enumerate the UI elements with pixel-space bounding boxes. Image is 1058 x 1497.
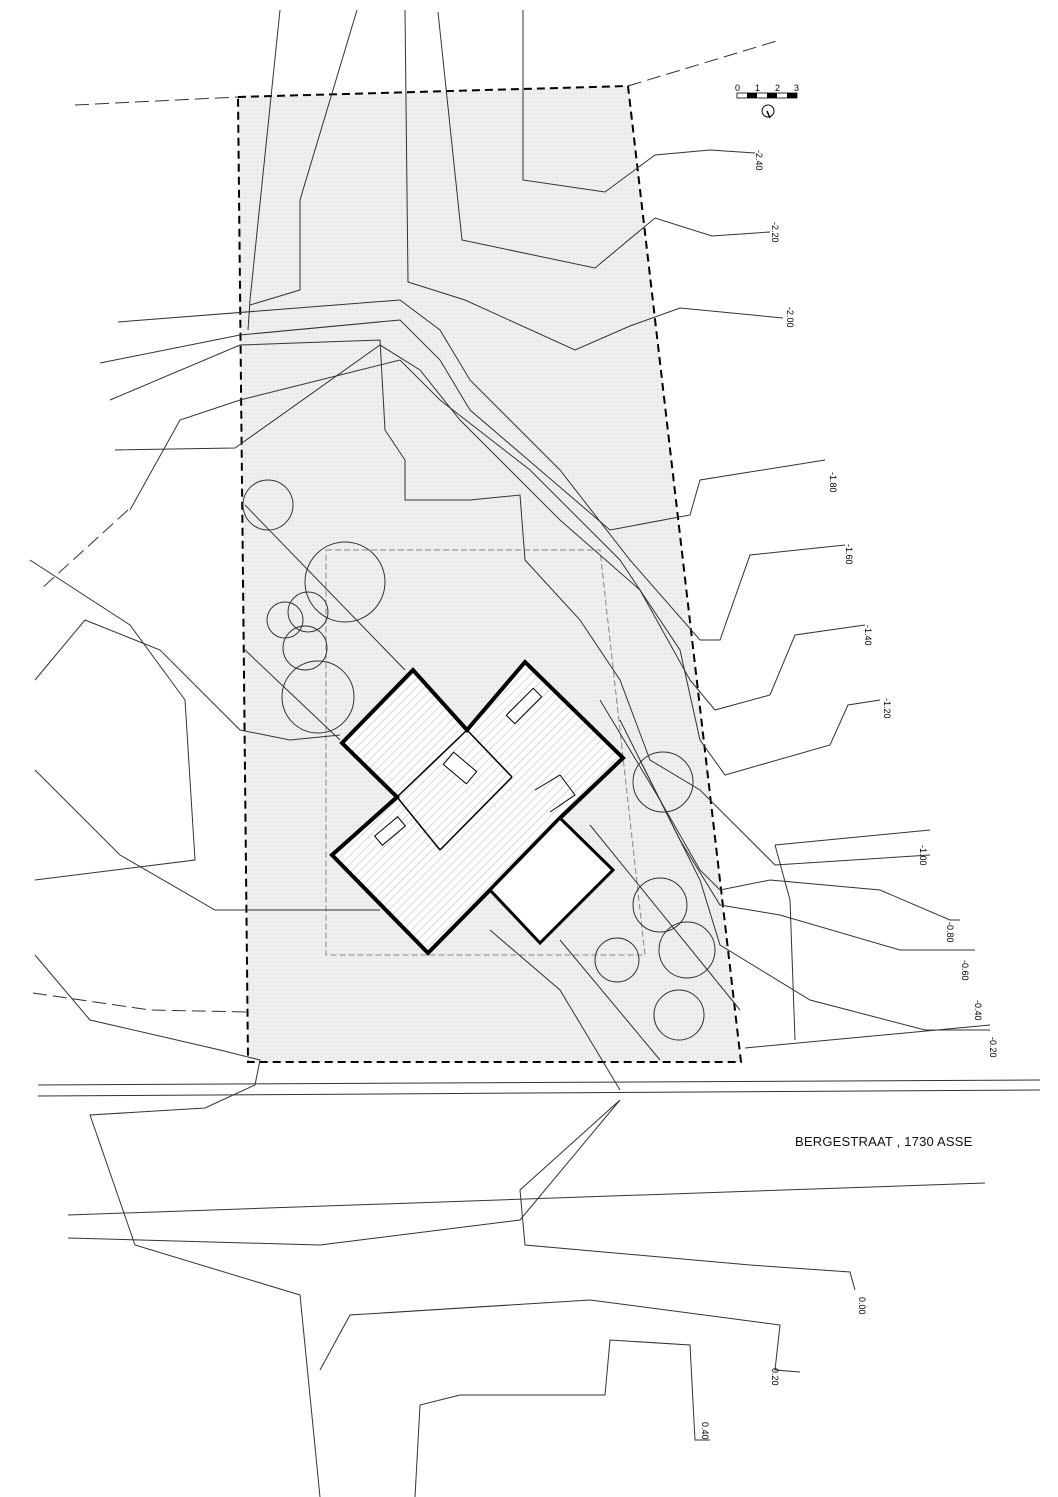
street-edge xyxy=(37,1089,1041,1097)
building-zone xyxy=(325,549,646,956)
scale-tick: 2 xyxy=(775,83,780,93)
contour-label: -0.40 xyxy=(973,1000,983,1021)
dining-table xyxy=(442,751,478,785)
contour-label: -2.20 xyxy=(770,222,780,243)
plot-boundary xyxy=(236,84,743,1063)
contour-label: 0.00 xyxy=(857,1297,867,1315)
kitchen-island xyxy=(505,687,543,725)
scale-tick: 1 xyxy=(755,83,760,93)
contour-label: -2.00 xyxy=(785,307,795,328)
contour-label: -1.80 xyxy=(828,472,838,493)
contour-label: -1.00 xyxy=(918,845,928,866)
contour-label: 0.20 xyxy=(770,1368,780,1386)
contour-labels: -2.40 -2.20 -2.00 -1.80 -1.60 -1.40 -1.2… xyxy=(700,150,998,1440)
scale-bar: 0 1 2 3 xyxy=(735,83,799,99)
desk xyxy=(373,816,407,846)
contour-label: -0.80 xyxy=(945,922,955,943)
contour-label: -2.40 xyxy=(754,150,764,171)
contour-lines xyxy=(29,9,991,1497)
street-edge xyxy=(67,1182,986,1216)
contour-label: -0.20 xyxy=(988,1037,998,1058)
contour-label: -1.20 xyxy=(882,698,892,719)
contour-label: -0.60 xyxy=(960,960,970,981)
garage xyxy=(487,815,616,946)
house-floor-plan xyxy=(329,659,626,956)
north-arrow-icon xyxy=(761,104,775,119)
contour-label: 0.40 xyxy=(700,1422,710,1440)
scale-tick: 3 xyxy=(794,83,799,93)
scale-tick: 0 xyxy=(735,83,740,93)
street-address: BERGESTRAAT , 1730 ASSE xyxy=(795,1134,973,1149)
contour-label: -1.60 xyxy=(844,544,854,565)
contour-label: -1.40 xyxy=(863,625,873,646)
trees xyxy=(242,479,716,1041)
street-edge xyxy=(37,1079,1041,1086)
